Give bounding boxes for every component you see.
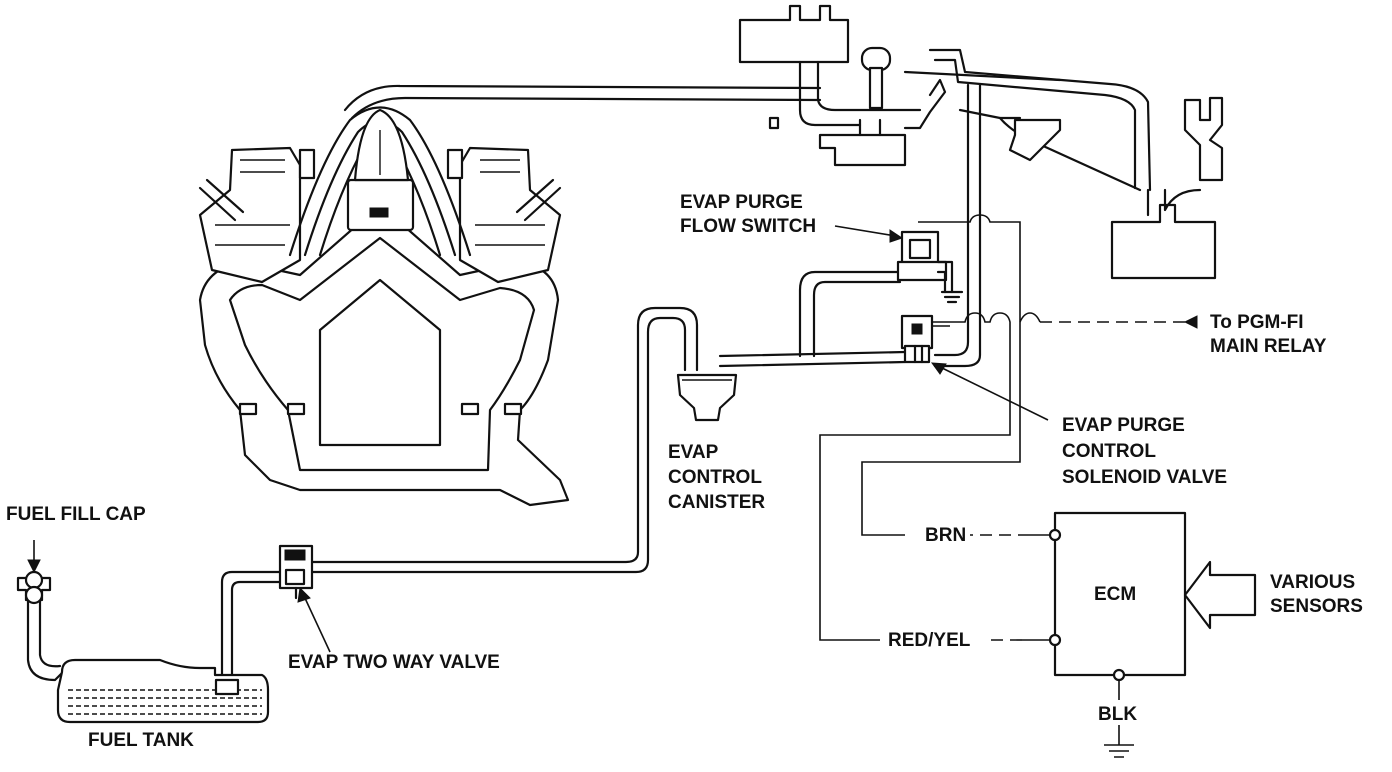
label-wire-blk: BLK <box>1098 704 1137 725</box>
fuel-fill-cap <box>16 570 52 605</box>
svg-text:To PGM-FI: To PGM-FI <box>1210 312 1304 333</box>
label-evap-two-way-valve: EVAP TWO WAY VALVE <box>288 652 500 673</box>
label-evap-purge-flow-switch: EVAP PURGE FLOW SWITCH <box>680 192 816 237</box>
svg-text:EVAP PURGE: EVAP PURGE <box>1062 415 1185 436</box>
label-fuel-tank: FUEL TANK <box>88 730 194 751</box>
label-various-sensors: VARIOUS SENSORS <box>1270 572 1363 617</box>
evap-two-way-valve <box>278 544 314 600</box>
label-ecm: ECM <box>1094 584 1136 605</box>
label-to-pgm-fi-main-relay: To PGM-FI MAIN RELAY <box>1210 312 1327 357</box>
fuel-tank <box>56 658 270 724</box>
purge-lines <box>26 83 982 682</box>
svg-text:MAIN RELAY: MAIN RELAY <box>1210 336 1327 357</box>
leader-arrows <box>27 225 1049 653</box>
svg-text:EVAP: EVAP <box>668 442 719 463</box>
evap-control-canister <box>676 373 738 422</box>
label-wire-red-yel: RED/YEL <box>888 630 971 651</box>
evap-purge-flow-switch <box>896 230 964 304</box>
evap-purge-control-solenoid-valve <box>900 314 934 364</box>
ecm-box <box>1048 511 1187 682</box>
various-sensors-arrow <box>1183 560 1257 630</box>
svg-text:SENSORS: SENSORS <box>1270 596 1363 617</box>
svg-text:VARIOUS: VARIOUS <box>1270 572 1355 593</box>
engine <box>198 84 822 507</box>
label-evap-control-canister: EVAP CONTROL CANISTER <box>668 442 765 513</box>
svg-text:CONTROL: CONTROL <box>1062 441 1156 462</box>
svg-text:FLOW SWITCH: FLOW SWITCH <box>680 216 816 237</box>
svg-text:CANISTER: CANISTER <box>668 492 765 513</box>
svg-text:SOLENOID VALVE: SOLENOID VALVE <box>1062 467 1227 488</box>
label-fuel-fill-cap: FUEL FILL CAP <box>6 504 146 525</box>
svg-text:CONTROL: CONTROL <box>668 467 762 488</box>
label-evap-purge-control-solenoid-valve: EVAP PURGE CONTROL SOLENOID VALVE <box>1062 415 1227 488</box>
svg-text:EVAP PURGE: EVAP PURGE <box>680 192 803 213</box>
wiring <box>819 214 1198 758</box>
label-wire-brn: BRN <box>925 525 966 546</box>
air-intake-assembly <box>738 4 1224 280</box>
